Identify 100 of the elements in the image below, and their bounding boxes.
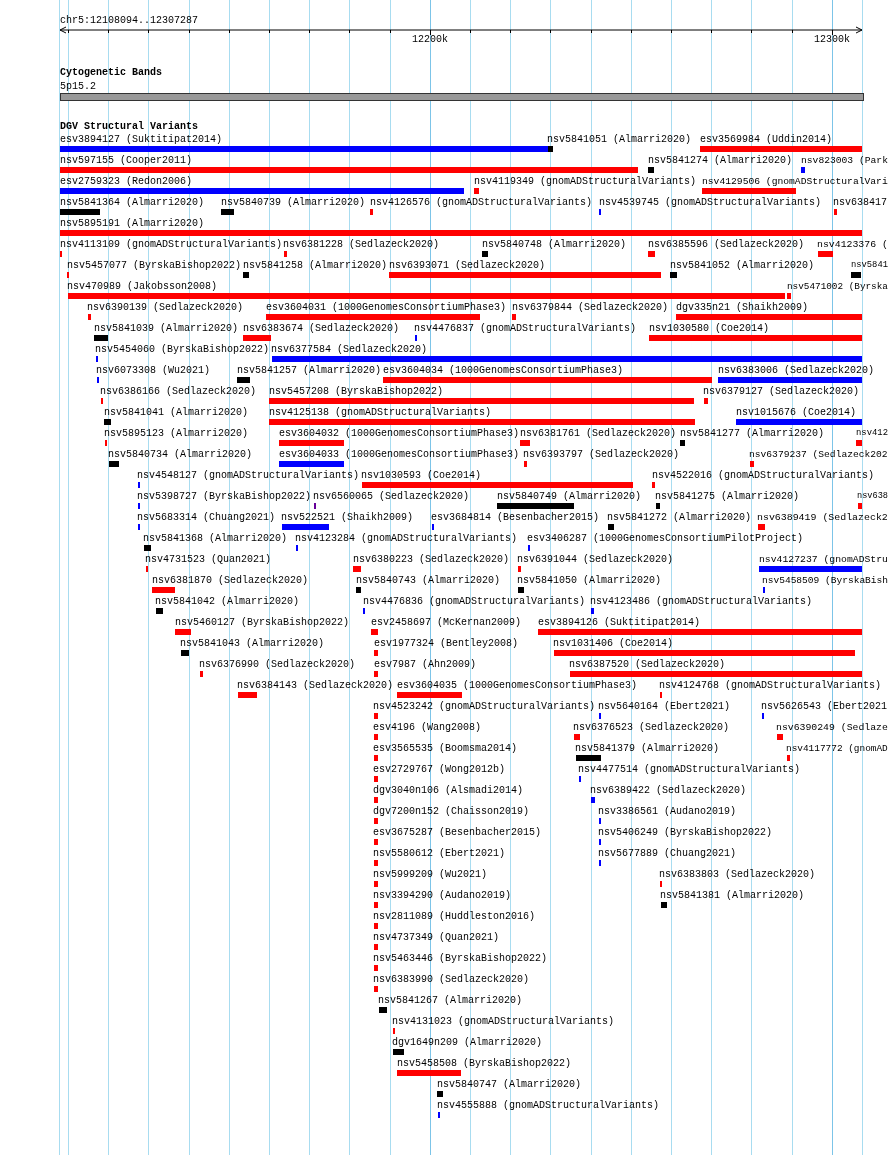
feature-label: nsv522521 (Shaikh2009)	[281, 512, 414, 523]
feature-label: nsv5895123 (Almarri2020)	[104, 428, 249, 439]
feature-label: nsv4539745 (gnomADStructuralVariants)	[599, 197, 822, 208]
feature-label: nsv6560065 (Sedlazeck2020)	[313, 491, 470, 502]
feature-label: nsv5841258 (Almarri2020)	[243, 260, 388, 271]
feature-label: nsv5463446 (ByrskaBishop2022)	[373, 953, 548, 964]
feature-label: nsv5841050 (Almarri2020)	[517, 575, 662, 586]
tick-label: 12300k	[814, 34, 850, 45]
feature-label: nsv6387520 (Sedlazeck2020)	[569, 659, 726, 670]
feature-label: nsv6381870 (Sedlazeck2020)	[152, 575, 309, 586]
feature-label: nsv6377584 (Sedlazeck2020)	[271, 344, 428, 355]
feature-label: nsv3386561 (Audano2019)	[598, 806, 737, 817]
band-label: 5p15.2	[60, 81, 96, 92]
feature-label: nsv4113109 (gnomADStructuralVariants)	[60, 239, 283, 250]
feature-label: nsv5841041 (Almarri2020)	[104, 407, 249, 418]
feature-label: esv3684814 (Besenbacher2015)	[431, 512, 600, 523]
feature-label: esv3565535 (Boomsma2014)	[373, 743, 518, 754]
feature-label: nsv5406249 (ByrskaBishop2022)	[598, 827, 773, 838]
feature-label: nsv6390249 (Sedlaze	[776, 722, 888, 733]
coordinate-label: chr5:12108094..12307287	[60, 15, 199, 26]
feature-label: nsv4548127 (gnomADStructuralVariants)	[137, 470, 360, 481]
feature-label: nsv5841	[851, 260, 888, 271]
feature-label: nsv6381761 (Sedlazeck2020)	[520, 428, 677, 439]
feature-label: dgv335n21 (Shaikh2009)	[676, 302, 809, 313]
feature-label: nsv5398727 (ByrskaBishop2022)	[137, 491, 312, 502]
feature-label: nsv638	[857, 491, 888, 502]
feature-label: nsv6376990 (Sedlazeck2020)	[199, 659, 356, 670]
feature-label: nsv6383674 (Sedlazeck2020)	[243, 323, 400, 334]
feature-label: esv4196 (Wang2008)	[373, 722, 482, 733]
feature-label: nsv4523242 (gnomADStructuralVariants)	[373, 701, 596, 712]
feature-label: esv3569984 (Uddin2014)	[700, 134, 833, 145]
feature-label: nsv4476837 (gnomADStructuralVariants)	[414, 323, 637, 334]
feature-label: nsv5840734 (Almarri2020)	[108, 449, 253, 460]
feature-label: nsv6384143 (Sedlazeck2020)	[237, 680, 394, 691]
feature-label: nsv4123284 (gnomADStructuralVariants)	[295, 533, 518, 544]
feature-label: esv3604032 (1000GenomesConsortiumPhase3)	[279, 428, 520, 439]
feature-label: nsv5580612 (Ebert2021)	[373, 848, 506, 859]
feature-label: nsv6379844 (Sedlazeck2020)	[512, 302, 669, 313]
feature-label: nsv5841272 (Almarri2020)	[607, 512, 752, 523]
feature-label: nsv3394290 (Audano2019)	[373, 890, 512, 901]
feature-label: nsv6379237 (Sedlazeck202	[749, 449, 888, 460]
feature-label: nsv4737349 (Quan2021)	[373, 932, 500, 943]
feature-label: nsv5841381 (Almarri2020)	[660, 890, 805, 901]
feature-label: nsv6391044 (Sedlazeck2020)	[517, 554, 674, 565]
feature-label: esv3894127 (Suktitipat2014)	[60, 134, 223, 145]
feature-label: nsv4119349 (gnomADStructuralVariants)	[474, 176, 697, 187]
feature-label: esv3675287 (Besenbacher2015)	[373, 827, 542, 838]
feature-label: dgv3040n106 (Alsmadi2014)	[373, 785, 524, 796]
feature-label: nsv5457077 (ByrskaBishop2022)	[67, 260, 242, 271]
feature-label: nsv4126576 (gnomADStructuralVariants)	[370, 197, 593, 208]
feature-label: nsv5683314 (Chuang2021)	[137, 512, 276, 523]
feature-label: esv2729767 (Wong2012b)	[373, 764, 506, 775]
feature-label: nsv5626543 (Ebert2021	[761, 701, 888, 712]
feature-label: nsv5458509 (ByrskaBish	[762, 575, 889, 586]
feature-label: nsv4477514 (gnomADStructuralVariants)	[578, 764, 801, 775]
feature-label: nsv5458508 (ByrskaBishop2022)	[397, 1058, 572, 1069]
feature-label: esv3604034 (1000GenomesConsortiumPhase3)	[383, 365, 624, 376]
feature-label: nsv4125138 (gnomADStructuralVariants)	[269, 407, 492, 418]
feature-label: nsv5460127 (ByrskaBishop2022)	[175, 617, 350, 628]
feature-label: nsv470989 (Jakobsson2008)	[67, 281, 218, 292]
feature-label: nsv4555888 (gnomADStructuralVariants)	[437, 1100, 660, 1111]
feature-label: nsv6379127 (Sedlazeck2020)	[703, 386, 860, 397]
feature-label: nsv5454060 (ByrskaBishop2022)	[95, 344, 270, 355]
feature-label: nsv6390139 (Sedlazeck2020)	[87, 302, 244, 313]
track-title: DGV Structural Variants	[60, 121, 199, 132]
feature-label: nsv6383006 (Sedlazeck2020)	[718, 365, 875, 376]
feature-label: esv3894126 (Suktitipat2014)	[538, 617, 701, 628]
feature-label: nsv6389422 (Sedlazeck2020)	[590, 785, 747, 796]
feature-label: nsv6376523 (Sedlazeck2020)	[573, 722, 730, 733]
feature-label: nsv1030593 (Coe2014)	[361, 470, 482, 481]
feature-label: nsv5841039 (Almarri2020)	[94, 323, 239, 334]
feature-label: nsv1015676 (Coe2014)	[736, 407, 857, 418]
feature-label: esv3604033 (1000GenomesConsortiumPhase3)	[279, 449, 520, 460]
feature-label: nsv6381228 (Sedlazeck2020)	[283, 239, 440, 250]
feature-label: nsv4123376 (	[817, 239, 888, 250]
feature-label: nsv823003 (Park	[801, 155, 888, 166]
feature-label: nsv5840743 (Almarri2020)	[356, 575, 501, 586]
feature-label: nsv6383990 (Sedlazeck2020)	[373, 974, 530, 985]
feature-label: nsv6386166 (Sedlazeck2020)	[100, 386, 257, 397]
feature-label: nsv4131023 (gnomADStructuralVariants)	[392, 1016, 615, 1027]
feature-label: nsv6385596 (Sedlazeck2020)	[648, 239, 805, 250]
feature-label: nsv597155 (Cooper2011)	[60, 155, 193, 166]
feature-label: esv1977324 (Bentley2008)	[374, 638, 519, 649]
feature-label: nsv4129506 (gnomADStructuralVari	[702, 176, 888, 187]
feature-label: nsv638417	[833, 197, 887, 208]
track-title: Cytogenetic Bands	[60, 67, 163, 78]
feature-label: nsv6383803 (Sedlazeck2020)	[659, 869, 816, 880]
feature-label: nsv5841042 (Almarri2020)	[155, 596, 300, 607]
feature-label: nsv4124768 (gnomADStructuralVariants)	[659, 680, 882, 691]
feature-label: nsv5841277 (Almarri2020)	[680, 428, 825, 439]
feature-label: nsv5999209 (Wu2021)	[373, 869, 488, 880]
feature-label: nsv5840747 (Almarri2020)	[437, 1079, 582, 1090]
feature-label: nsv5640164 (Ebert2021)	[598, 701, 731, 712]
feature-label: nsv5841275 (Almarri2020)	[655, 491, 800, 502]
feature-label: nsv5841379 (Almarri2020)	[575, 743, 720, 754]
feature-label: esv3604031 (1000GenomesConsortiumPhase3)	[266, 302, 507, 313]
feature-label: nsv5471002 (Byrska	[787, 281, 888, 292]
feature-label: esv2759323 (Redon2006)	[60, 176, 193, 187]
feature-label: nsv4117772 (gnomAD	[786, 743, 888, 754]
feature-label: nsv6073308 (Wu2021)	[96, 365, 211, 376]
